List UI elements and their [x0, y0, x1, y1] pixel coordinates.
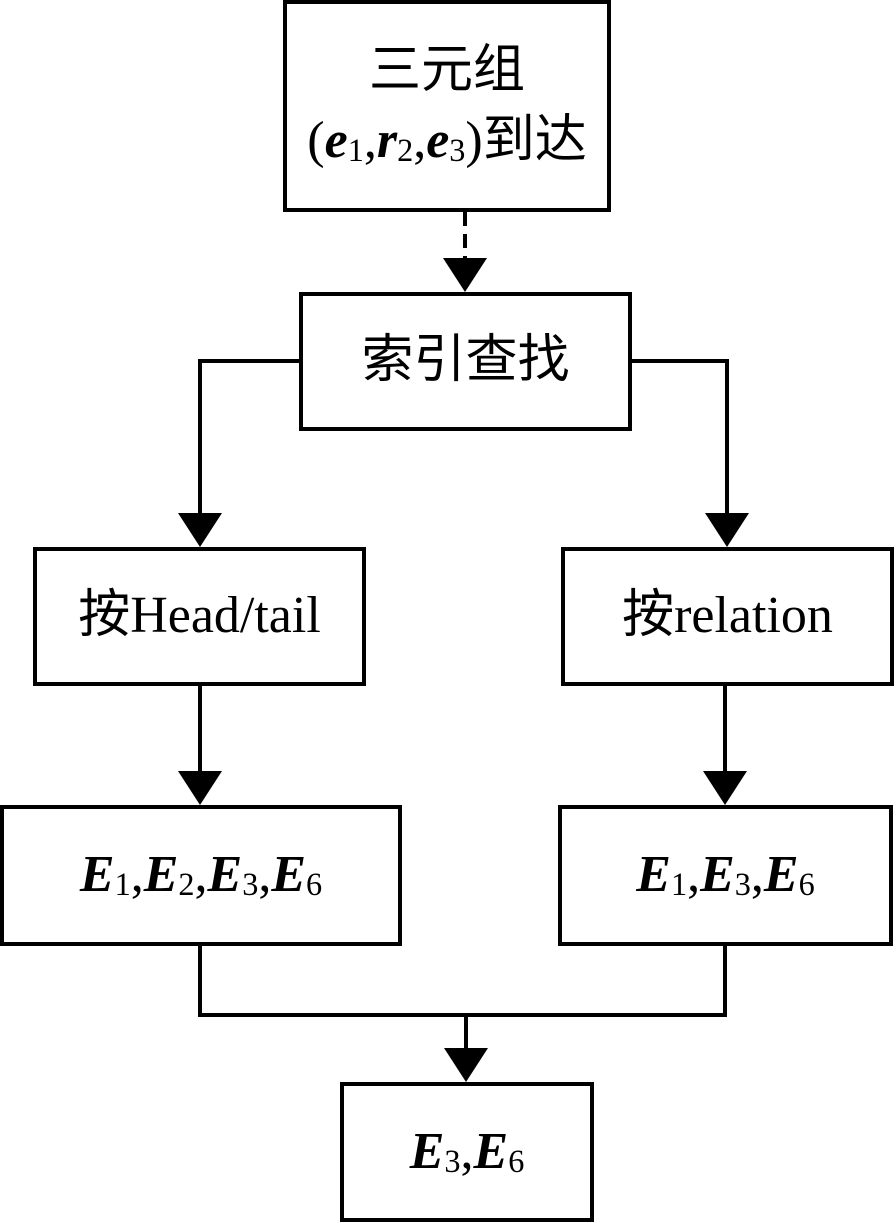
arrowhead-to-result-left [178, 771, 222, 805]
set-element: E3 [410, 1123, 461, 1180]
tuple-r2: r2 [377, 112, 413, 169]
by-head-tail-label: 按Head/tail [78, 587, 321, 645]
tuple-e3-subscript: 3 [449, 131, 466, 168]
set-separator: , [460, 1122, 474, 1180]
set-element-subscript: 6 [306, 866, 323, 903]
set-element-subscript: 1 [670, 866, 688, 903]
relation-result-node: E1,E3,E6 [558, 805, 893, 946]
by-relation-label: 按relation [622, 587, 833, 645]
arrowhead-to-final [444, 1048, 488, 1082]
tuple-e1: e1 [325, 112, 364, 169]
set-element-symbol: E [271, 846, 306, 904]
set-separator: , [130, 846, 144, 904]
tuple-comma-2: , [413, 112, 427, 169]
triple-arrival-node: 三元组 (e1,r2,e3)到达 [283, 0, 611, 212]
tuple-comma-1: , [363, 112, 377, 169]
tuple-e3: e3 [426, 112, 465, 169]
set-element: E6 [474, 1123, 525, 1180]
set-element-subscript: 2 [178, 866, 195, 903]
set-element-subscript: 3 [242, 866, 259, 903]
tuple-r2-symbol: r [376, 112, 398, 169]
set-element-subscript: 3 [734, 866, 751, 903]
tuple-e1-subscript: 1 [347, 131, 364, 168]
set-element-subscript: 6 [508, 1142, 525, 1179]
index-lookup-node: 索引查找 [299, 292, 632, 431]
index-lookup-label: 索引查找 [361, 332, 570, 390]
set-element-symbol: E [473, 1122, 509, 1180]
tuple-r2-subscript: 2 [397, 131, 414, 168]
arrowhead-to-relation [705, 513, 749, 547]
set-element: E6 [764, 846, 815, 903]
arrowhead-to-index [443, 258, 487, 292]
by-head-tail-node: 按Head/tail [33, 547, 366, 686]
triple-arrival-title: 三元组 [368, 41, 525, 99]
final-result-node: E3,E6 [340, 1082, 594, 1222]
final-result-set: E3,E6 [410, 1121, 525, 1183]
tuple-e1-symbol: e [324, 112, 348, 169]
set-element: E2 [144, 846, 195, 903]
set-separator: , [687, 846, 701, 904]
connector-merge-results [198, 946, 727, 1017]
set-element: E6 [271, 846, 322, 903]
set-element: E3 [700, 846, 751, 903]
set-separator: , [194, 846, 208, 904]
tuple-e3-symbol: e [426, 112, 450, 169]
connector-index-to-relation [632, 359, 729, 515]
by-relation-node: 按relation [561, 547, 894, 686]
set-element-symbol: E [143, 846, 179, 904]
relation-result-set: E1,E3,E6 [636, 844, 814, 906]
triple-arrival-tuple: (e1,r2,e3)到达 [307, 106, 586, 176]
set-element-subscript: 6 [798, 866, 815, 903]
set-element-symbol: E [79, 846, 115, 904]
arrowhead-to-head-tail [178, 513, 222, 547]
set-element-symbol: E [409, 1122, 445, 1180]
set-element-subscript: 3 [444, 1142, 461, 1179]
set-element-subscript: 1 [114, 866, 131, 903]
tuple-close-arrival: )到达 [465, 112, 587, 169]
arrowhead-to-result-right [703, 771, 747, 805]
set-element-symbol: E [636, 846, 671, 904]
set-element: E3 [208, 846, 259, 903]
head-tail-result-node: E1,E2,E3,E6 [0, 805, 402, 946]
head-tail-result-set: E1,E2,E3,E6 [80, 844, 322, 906]
set-element-symbol: E [207, 846, 243, 904]
set-element: E1 [636, 846, 687, 903]
set-element-symbol: E [700, 846, 735, 904]
tuple-open-paren: ( [307, 112, 325, 169]
set-separator: , [750, 846, 764, 904]
connector-index-to-head-tail [198, 359, 299, 515]
set-element: E1 [80, 846, 131, 903]
set-element-symbol: E [763, 846, 799, 904]
set-separator: , [258, 846, 272, 904]
